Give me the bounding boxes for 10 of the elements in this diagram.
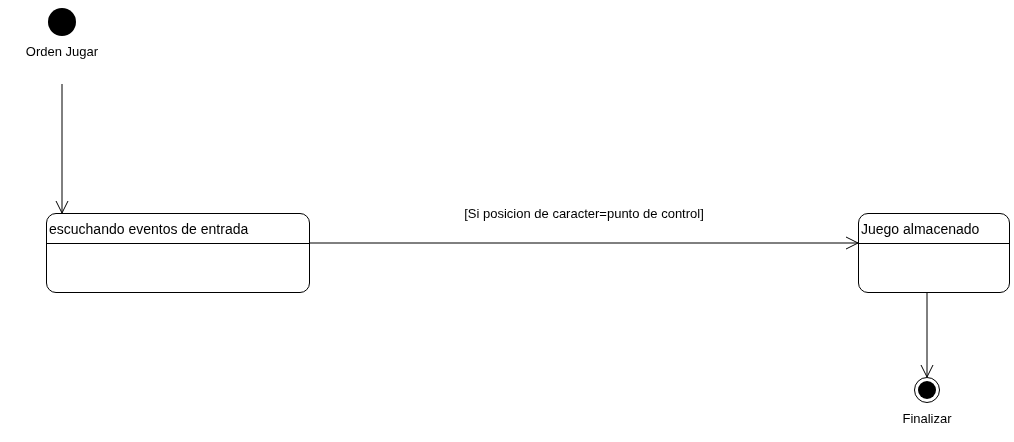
state-label: Finalizar — [902, 410, 952, 428]
state-name: escuchando eventos de entrada — [47, 214, 309, 244]
transition-arrow — [309, 236, 859, 250]
guard-label: [Si posicion de caracter=punto de control] — [464, 206, 704, 222]
transition-arrow — [920, 292, 934, 378]
state-label: Orden Jugar — [25, 43, 99, 61]
state-box — [858, 213, 1010, 293]
state-name: Juego almacenado — [859, 214, 1009, 244]
state-box — [46, 213, 310, 293]
transition-arrow — [55, 83, 69, 214]
